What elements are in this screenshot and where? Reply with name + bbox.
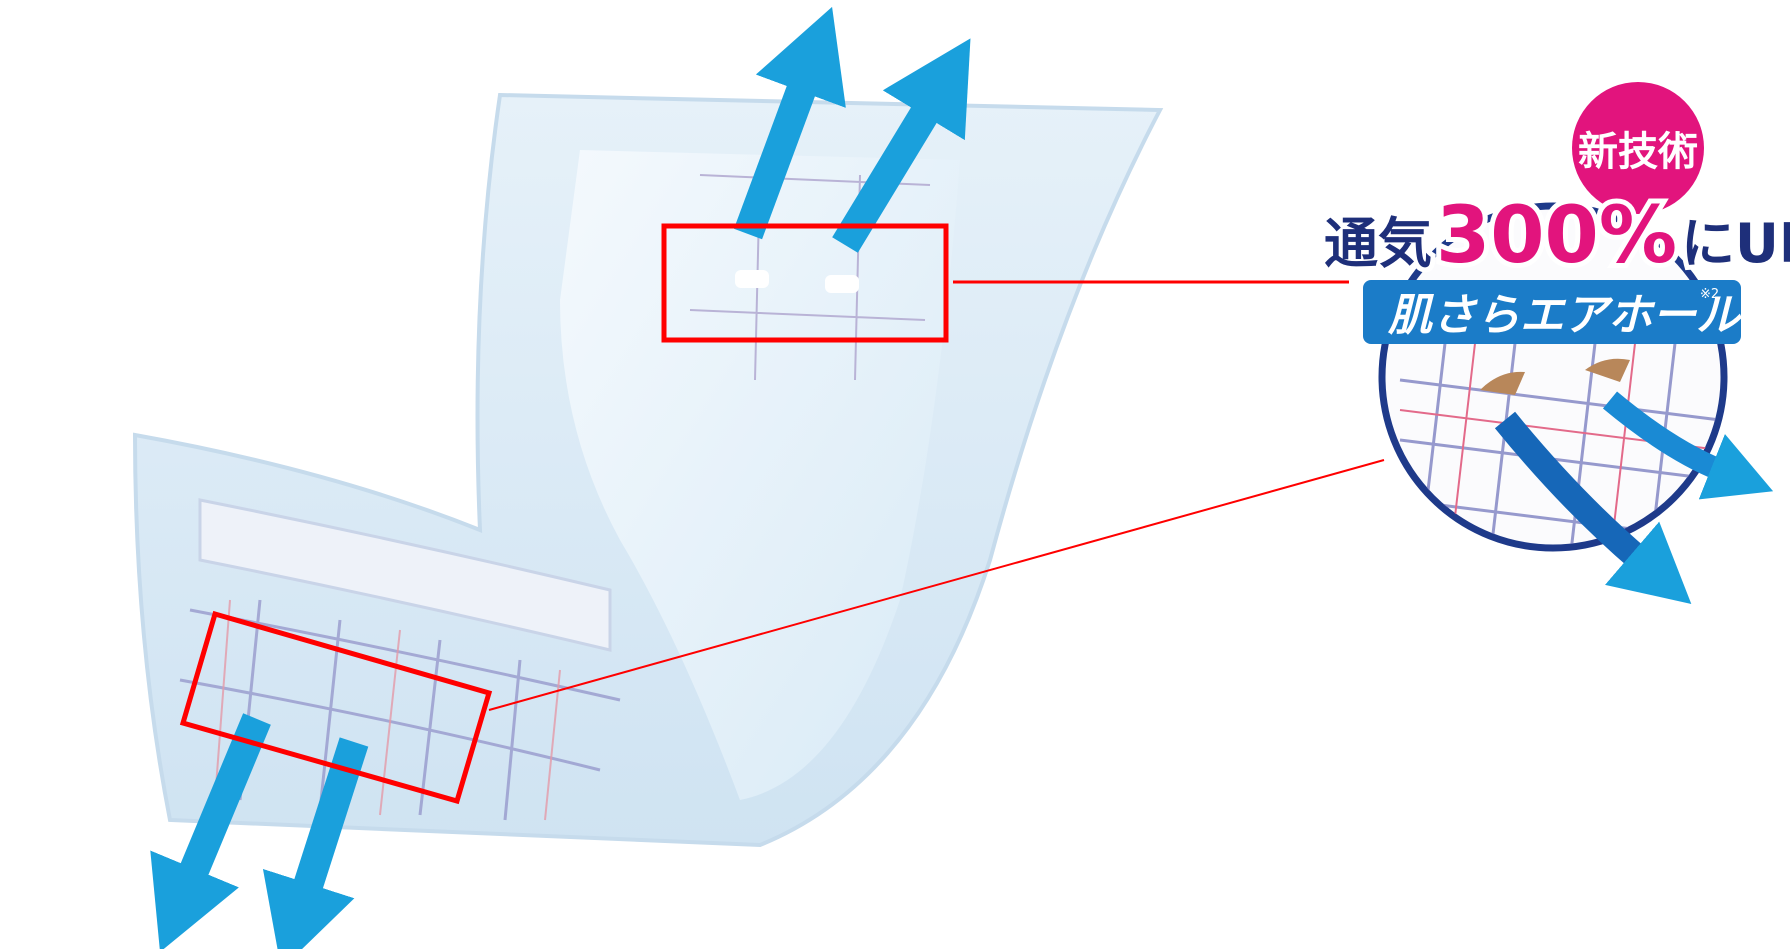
airflow-arrow-up-1 bbox=[733, 6, 846, 240]
headline-prefix: 通気 bbox=[1324, 212, 1432, 275]
new-technology-tag: 新技術 bbox=[1578, 129, 1698, 175]
feature-badge: 肌さらエアホール ※2 新技術 通気300%にUP! bbox=[1319, 82, 1790, 604]
highlight-box-top bbox=[661, 223, 949, 343]
connector-line-bottom bbox=[488, 459, 1385, 711]
headline-suffix: にUP! bbox=[1681, 212, 1790, 275]
headline-value: 300% bbox=[1436, 191, 1677, 281]
feature-name: 肌さらエアホール bbox=[1387, 290, 1742, 341]
airflow-arrow-down-1 bbox=[150, 713, 271, 949]
diaper bbox=[132, 92, 1164, 848]
highlight-box-bottom bbox=[179, 610, 493, 805]
footnote-mark: ※2 bbox=[1700, 287, 1719, 302]
svg-text:通気300%にUP!: 通気300%にUP! bbox=[1324, 191, 1790, 281]
airflow-arrow-up-2 bbox=[832, 38, 971, 253]
